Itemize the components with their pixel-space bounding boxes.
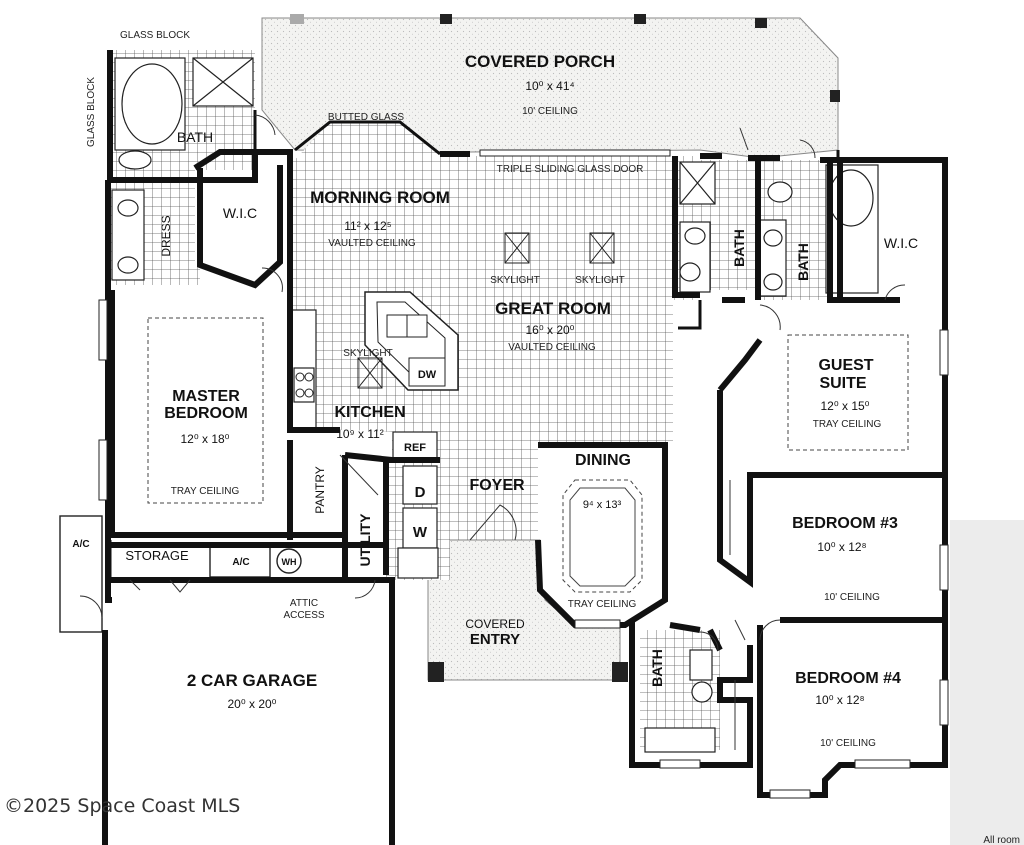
hall-bath-label-2: BATH (795, 243, 811, 281)
great-room-dim: 16⁰ x 20⁰ (526, 323, 575, 337)
master-bath-label: BATH (177, 129, 213, 145)
morning-room-dim: 11² x 12⁵ (344, 219, 391, 233)
master-bedroom-title-2: BEDROOM (164, 405, 248, 422)
corner-note: All room (983, 835, 1020, 845)
porch-dim: 10⁰ x 41⁴ (525, 79, 574, 93)
shaded-area (950, 520, 1024, 845)
great-room-title: GREAT ROOM (495, 299, 611, 318)
attic-label: ATTIC (290, 598, 318, 609)
room-fills (110, 165, 945, 845)
master-tray-ceiling: TRAY CEILING (171, 486, 240, 497)
porch-posts (290, 14, 840, 102)
skylight-icons (357, 232, 615, 389)
covered-porch-area (261, 17, 839, 159)
bedroom-3-dim: 10⁰ x 12⁸ (817, 540, 866, 554)
washer-label: W (413, 524, 428, 541)
guest-tray-ceiling: TRAY CEILING (813, 419, 882, 430)
garage-title: 2 CAR GARAGE (187, 671, 317, 690)
porch-title: COVERED PORCH (465, 52, 615, 71)
skylight-label-1: SKYLIGHT (490, 275, 539, 286)
dishwasher-label: DW (418, 369, 437, 381)
dining-tray-ceiling: TRAY CEILING (568, 599, 637, 610)
water-heater-label: WH (282, 557, 297, 567)
guest-suite-dim: 12⁰ x 15⁰ (821, 399, 870, 413)
covered-entry-title-1: COVERED (465, 617, 525, 631)
guest-suite-title-1: GUEST (818, 357, 873, 374)
access-label: ACCESS (283, 610, 324, 621)
pantry-label: PANTRY (313, 466, 327, 514)
butted-glass-label: BUTTED GLASS (328, 112, 404, 123)
glass-block-side-label: GLASS BLOCK (86, 77, 97, 147)
windows (98, 149, 949, 799)
great-room-ceiling: VAULTED CEILING (508, 342, 596, 353)
skylight-label-2: SKYLIGHT (575, 275, 624, 286)
hall-bath-label-1: BATH (731, 229, 747, 267)
kitchen-dim: 10⁹ x 11² (336, 427, 384, 441)
bedroom-3-title: BEDROOM #3 (792, 515, 898, 532)
dining-title: DINING (575, 452, 631, 469)
triple-sliding-label: TRIPLE SLIDING GLASS DOOR (497, 164, 644, 175)
bedroom-4-ceiling: 10' CEILING (820, 738, 876, 749)
guest-wic-label: W.I.C (884, 235, 918, 251)
refrigerator-label: REF (404, 442, 426, 454)
foyer-title: FOYER (469, 477, 525, 494)
front-bath-label: BATH (649, 649, 665, 687)
ac-label-1: A/C (72, 539, 89, 550)
storage-label: STORAGE (125, 548, 189, 563)
porch-ceiling: 10' CEILING (522, 106, 578, 117)
door-swings (79, 114, 906, 750)
morning-room-ceiling: VAULTED CEILING (328, 238, 416, 249)
master-bedroom-title-1: MASTER (172, 388, 240, 405)
skylight-label-3: SKYLIGHT (343, 348, 392, 359)
bedroom-4-title: BEDROOM #4 (795, 670, 901, 687)
master-wic-label: W.I.C (223, 205, 257, 221)
covered-entry-title-2: ENTRY (470, 631, 520, 648)
morning-room-title: MORNING ROOM (310, 188, 450, 207)
appliances (59, 515, 302, 633)
utility-label: UTILITY (357, 513, 373, 567)
thin-walls (108, 110, 840, 580)
guest-suite-title-2: SUITE (819, 375, 866, 392)
bedroom-3-ceiling: 10' CEILING (824, 592, 880, 603)
garage-dim: 20⁰ x 20⁰ (228, 697, 277, 711)
master-bedroom-dim: 12⁰ x 18⁰ (181, 432, 230, 446)
dryer-label: D (415, 484, 426, 501)
tray-ceiling-outlines (147, 317, 909, 593)
glass-block-top-label: GLASS BLOCK (120, 30, 190, 41)
kitchen-title: KITCHEN (334, 404, 405, 421)
bedroom-4-dim: 10⁰ x 12⁸ (815, 693, 864, 707)
ac-label-2: A/C (232, 557, 249, 568)
copyright-watermark: ©2025 Space Coast MLS (4, 795, 240, 817)
dress-label: DRESS (159, 215, 173, 256)
dining-dim: 9⁴ x 13³ (583, 499, 622, 511)
kitchen-island (364, 291, 459, 391)
